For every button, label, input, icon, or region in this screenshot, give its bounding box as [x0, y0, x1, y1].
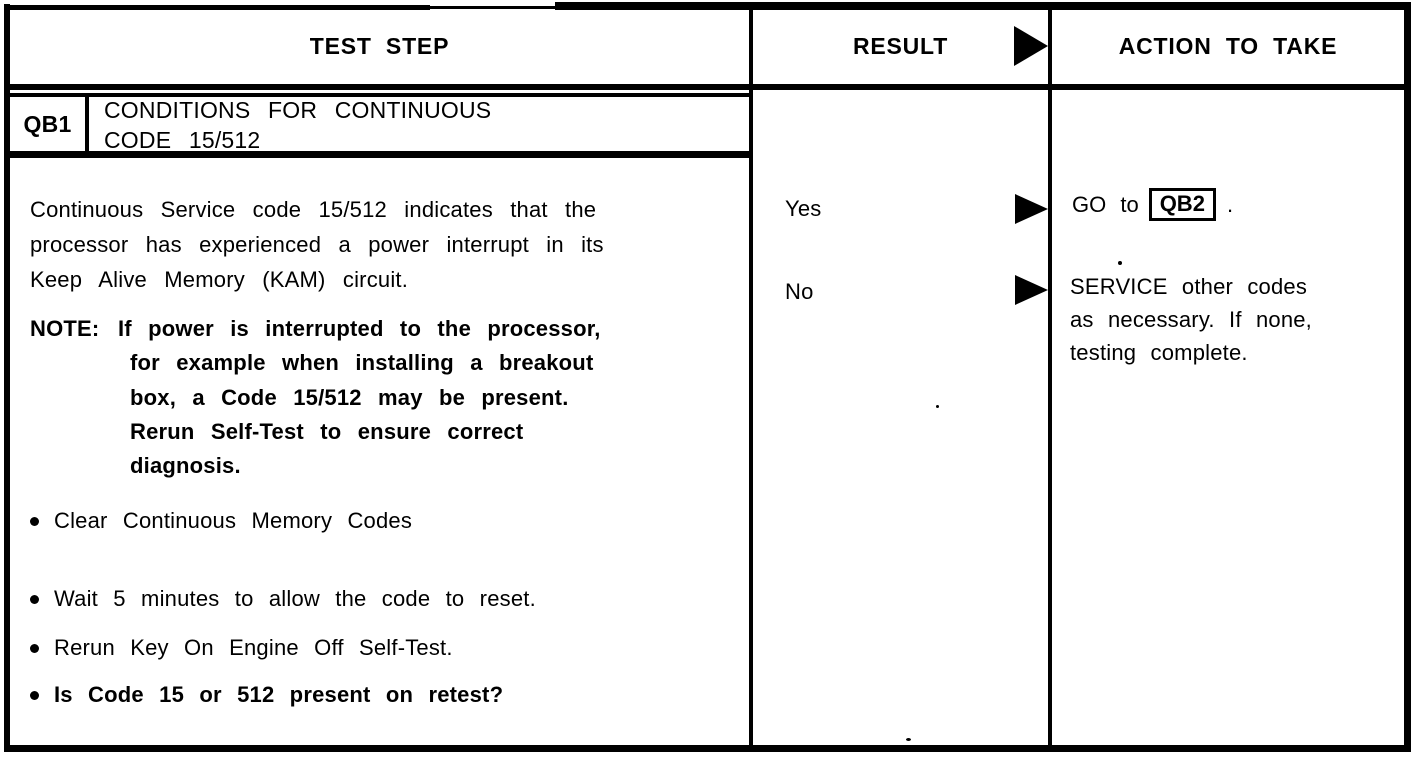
- bullet-text: Is Code 15 or 512 present on retest?: [54, 682, 504, 707]
- result-header-arrow-right-icon: [1014, 26, 1048, 66]
- table-border-left: [4, 4, 10, 752]
- bullet-text: Rerun Key On Engine Off Self-Test.: [54, 635, 453, 660]
- yes-arrow-right-icon: [1015, 194, 1048, 224]
- bullet-item-wait: Wait 5 minutes to allow the code to rese…: [30, 586, 536, 612]
- table-border-bottom: [4, 745, 1410, 752]
- action-no-line3: testing complete.: [1070, 340, 1248, 365]
- result-no-label: No: [785, 279, 814, 304]
- action-yes-prefix: GO to: [1072, 191, 1139, 217]
- table-border-top-mid: [430, 6, 555, 9]
- action-header-label: ACTION TO TAKE: [1118, 32, 1338, 59]
- bullet-text: Wait 5 minutes to allow the code to rese…: [54, 586, 536, 611]
- column-divider-action: [1048, 5, 1052, 747]
- action-no-line2: as necessary. If none,: [1070, 307, 1312, 332]
- scan-speck: [906, 738, 911, 741]
- table-border-top-left: [4, 5, 430, 10]
- description-line2: processor has experienced a power interr…: [30, 232, 604, 257]
- scan-speck: [1118, 261, 1122, 265]
- table-border-top-right: [555, 2, 1410, 10]
- bullet-item-rerun: Rerun Key On Engine Off Self-Test.: [30, 635, 453, 661]
- column-divider-result: [749, 5, 753, 747]
- qb2-reference-box: QB2: [1148, 188, 1216, 222]
- bullet-text: Clear Continuous Memory Codes: [54, 508, 413, 533]
- no-arrow-right-icon: [1015, 275, 1048, 305]
- action-yes-suffix: .: [1226, 191, 1234, 217]
- bullet-item-question: Is Code 15 or 512 present on retest?: [30, 682, 503, 708]
- step-title-line2: CODE 15/512: [104, 127, 261, 153]
- note-label: NOTE:: [30, 316, 100, 341]
- column-header-result: RESULT: [753, 10, 1048, 82]
- action-no-line1: SERVICE other codes: [1070, 274, 1308, 299]
- bullet-icon: [30, 516, 39, 526]
- description-line1: Continuous Service code 15/512 indicates…: [30, 197, 597, 222]
- note-line1: If power is interrupted to the processor…: [118, 316, 601, 341]
- step-id: QB1: [23, 110, 72, 137]
- note-line3: box, a Code 15/512 may be present.: [130, 385, 569, 410]
- header-row-divider: [4, 84, 1410, 90]
- step-box-divider: [85, 93, 89, 158]
- note-line4: Rerun Self-Test to ensure correct: [130, 419, 524, 444]
- bullet-icon: [30, 643, 39, 653]
- description-line3: Keep Alive Memory (KAM) circuit.: [30, 267, 409, 292]
- bullet-item-clear-codes: Clear Continuous Memory Codes: [30, 508, 412, 534]
- scan-speck: [936, 405, 939, 408]
- step-box-border-bottom: [10, 151, 753, 158]
- note-line5: diagnosis.: [130, 453, 241, 478]
- note-line2: for example when installing a breakout: [130, 350, 594, 375]
- result-header-label: RESULT: [852, 32, 949, 59]
- column-header-action: ACTION TO TAKE: [1052, 10, 1404, 82]
- table-border-right: [1404, 2, 1411, 752]
- step-box-border-top: [10, 93, 753, 97]
- result-yes-label: Yes: [785, 196, 822, 221]
- bullet-icon: [30, 594, 39, 604]
- test-step-header-label: TEST STEP: [309, 32, 450, 59]
- bullet-icon: [30, 690, 39, 700]
- action-yes: GO to QB2 .: [1072, 188, 1234, 222]
- column-header-test-step: TEST STEP: [10, 10, 749, 82]
- step-title-line1: CONDITIONS FOR CONTINUOUS: [104, 97, 492, 123]
